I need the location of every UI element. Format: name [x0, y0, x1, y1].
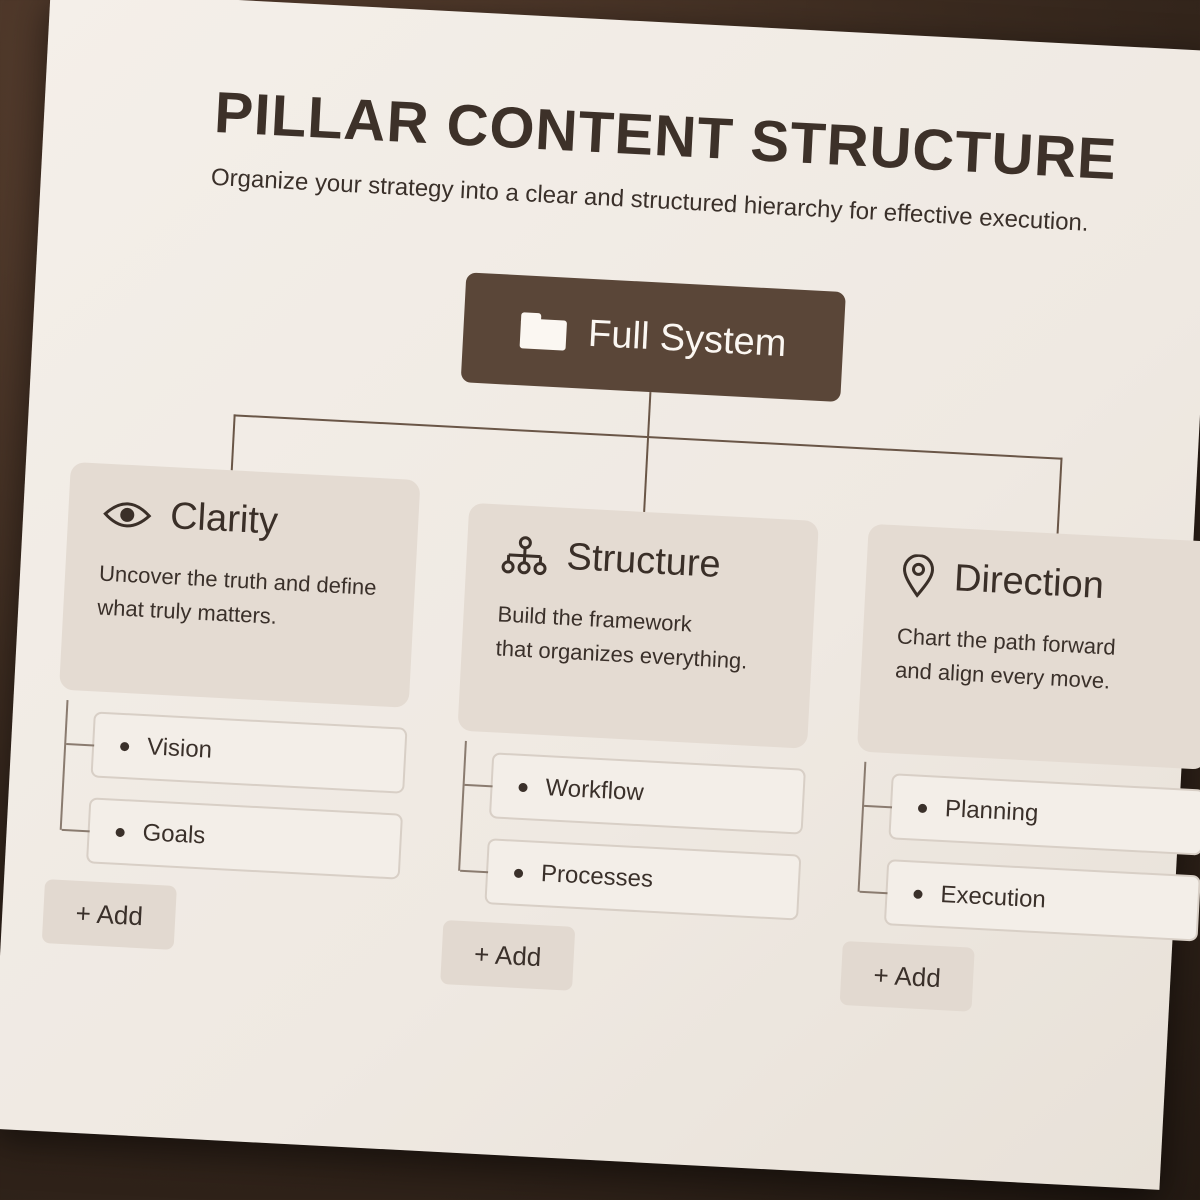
eye-icon [103, 501, 152, 527]
list-item-planning[interactable]: Planning [864, 773, 1200, 856]
list-item-label: Execution [939, 880, 1047, 914]
root-node-label: Full System [587, 312, 788, 365]
pillar-card: Clarity Uncover the truth and define wha… [59, 461, 421, 708]
bullet-icon [917, 803, 928, 813]
pillar-description: Uncover the truth and define what truly … [97, 557, 390, 640]
bullet-icon [119, 741, 130, 751]
item-connector [460, 869, 489, 874]
pillar-card: Direction Chart the path forward and ali… [856, 523, 1200, 770]
list-item-execution[interactable]: Execution [859, 859, 1200, 942]
bullet-icon [513, 868, 524, 878]
item-connector [464, 783, 493, 788]
pillar-direction: Direction Chart the path forward and ali… [839, 523, 1200, 1024]
pillar-title: Structure [500, 533, 792, 591]
item-connector [864, 804, 893, 809]
pillar-structure: Structure Build the framework that organ… [440, 502, 819, 1003]
list-item-workflow[interactable]: Workflow [464, 752, 806, 835]
bullet-icon [518, 782, 528, 792]
pillar-items: Vision Goals [50, 699, 408, 880]
pillar-title-text: Structure [565, 535, 722, 586]
pillar-description: Build the framework that organizes every… [495, 597, 788, 680]
list-item-label: Vision [146, 733, 213, 764]
pillar-clarity: Clarity Uncover the truth and define wha… [41, 461, 421, 962]
pillar-title: Clarity [101, 492, 393, 550]
folder-icon [519, 312, 567, 350]
items-connector [857, 761, 867, 892]
pillar-title: Direction [899, 553, 1191, 612]
pillar-items: Workflow Processes [448, 740, 806, 921]
list-item-label: Processes [540, 860, 654, 893]
list-item-label: Goals [141, 819, 206, 850]
item-connector [66, 743, 95, 747]
connector-left-down [230, 414, 236, 471]
pillar-title-text: Direction [953, 556, 1105, 607]
list-item-processes[interactable]: Processes [460, 838, 802, 921]
pillar-items: Planning Execution [848, 761, 1200, 942]
bullet-icon [913, 889, 923, 899]
location-pin-icon [903, 553, 934, 598]
item-connector [859, 890, 888, 895]
list-item-vision[interactable]: Vision [66, 711, 408, 794]
add-item-button[interactable]: + Add [440, 920, 576, 991]
list-item-goals[interactable]: Goals [61, 797, 404, 880]
pillar-card: Structure Build the framework that organ… [457, 502, 819, 749]
hierarchy-icon [501, 535, 547, 575]
items-connector [59, 699, 69, 830]
items-connector [458, 740, 467, 871]
item-connector [61, 828, 90, 833]
connector-right-down [1056, 457, 1063, 534]
add-item-button[interactable]: + Add [839, 940, 975, 1012]
bullet-icon [115, 827, 125, 837]
connector-middle-down [643, 435, 650, 512]
root-node-full-system[interactable]: Full System [460, 272, 846, 403]
list-item-label: Planning [944, 795, 1040, 827]
pillar-title-text: Clarity [169, 495, 279, 543]
pillar-description: Chart the path forward and align every m… [894, 619, 1187, 702]
add-item-button[interactable]: + Add [41, 879, 177, 950]
list-item-label: Workflow [544, 774, 645, 807]
connector-root-down [647, 392, 652, 438]
